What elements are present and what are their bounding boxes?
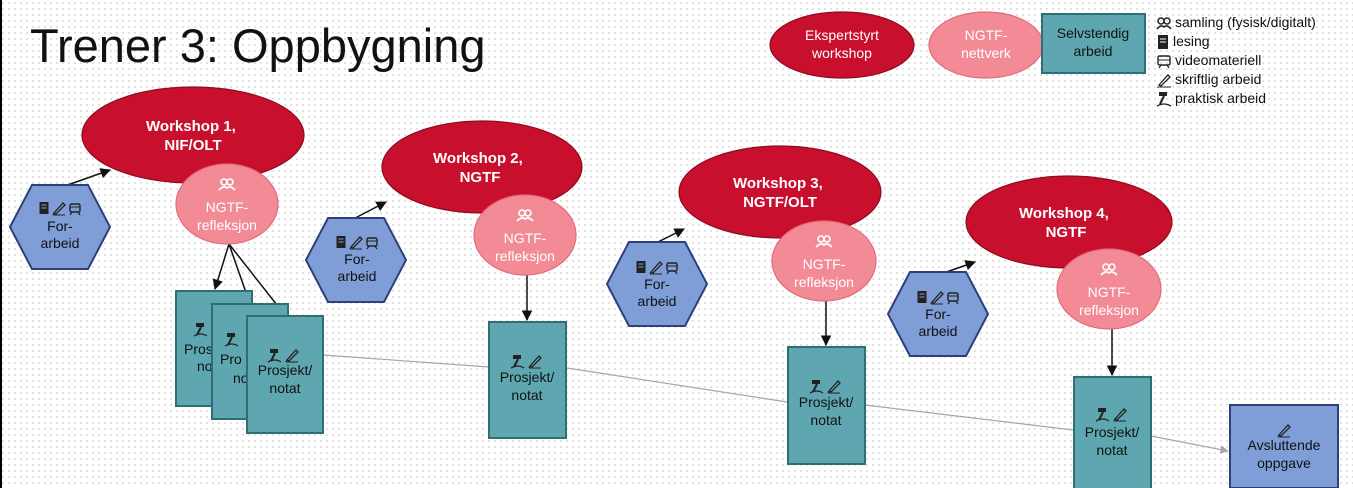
- prework-1: For-arbeid: [8, 184, 112, 270]
- prework-3: For-arbeid: [605, 241, 709, 327]
- book-icon: [1158, 34, 1168, 49]
- page-title: Trener 3: Oppbygning: [30, 19, 486, 72]
- reflection-4: NGTF-refleksjon: [1056, 248, 1162, 330]
- reflection-3-label: NGTF-refleksjon: [794, 256, 854, 290]
- reflection-1: NGTF-refleksjon: [175, 163, 279, 245]
- project-1a-partial-1: Prosj: [184, 341, 216, 357]
- book-icon: [336, 235, 346, 249]
- legend-item: lesing: [1156, 32, 1316, 51]
- prework-2-label: For-arbeid: [338, 251, 377, 284]
- legend-item: videomateriell: [1156, 51, 1316, 70]
- hammer-icon: [1156, 91, 1172, 107]
- left-border: [0, 0, 2, 488]
- workshop-3: Workshop 3, NGTF/OLT: [678, 145, 882, 239]
- project-3-label: Prosjekt/notat: [799, 394, 854, 428]
- people-icon: [1156, 16, 1172, 30]
- project-1b-partial-1: Pro: [220, 351, 242, 367]
- legend-item-label: videomateriell: [1175, 52, 1262, 68]
- legend-item-label: skriftlig arbeid: [1175, 71, 1262, 87]
- prework-2: For-arbeid: [304, 217, 408, 303]
- video-icon: [1157, 54, 1171, 68]
- book-icon: [39, 201, 49, 215]
- reflection-3: NGTF-refleksjon: [771, 220, 877, 302]
- legend-list: samling (fysisk/digitalt) lesing videoma…: [1156, 13, 1316, 108]
- legend-item: skriftlig arbeid: [1156, 70, 1316, 89]
- prework-3-label: For-arbeid: [638, 276, 677, 309]
- reflection-2: NGTF-refleksjon: [473, 194, 577, 276]
- project-4: Prosjekt/notat: [1073, 376, 1152, 488]
- project-3: Prosjekt/notat: [787, 346, 866, 465]
- reflection-4-label: NGTF-refleksjon: [1079, 284, 1139, 318]
- prework-1-label: For-arbeid: [41, 218, 80, 251]
- book-icon: [917, 290, 927, 304]
- workshop-1: Workshop 1, NIF/OLT: [81, 86, 305, 184]
- project-1a-partial-2: no: [197, 358, 213, 374]
- legend-network: NGTF-nettverk: [928, 11, 1044, 79]
- legend-item-label: praktisk arbeid: [1175, 90, 1267, 106]
- prework-4-label: For-arbeid: [919, 306, 958, 339]
- project-1c: Prosjekt/notat: [246, 315, 324, 434]
- pencil-icon: [1157, 73, 1171, 87]
- prework-4: For-arbeid: [886, 271, 990, 357]
- legend-item-label: lesing: [1173, 33, 1210, 49]
- workshop-3-label: Workshop 3, NGTF/OLT: [733, 175, 827, 211]
- project-2-label: Prosjekt/notat: [500, 369, 555, 403]
- project-1c-label: Prosjekt/notat: [258, 362, 313, 396]
- project-2: Prosjekt/notat: [488, 321, 567, 439]
- legend-item-label: samling (fysisk/digitalt): [1175, 14, 1316, 30]
- legend-network-label: NGTF-nettverk: [961, 27, 1012, 61]
- project-4-label: Prosjekt/notat: [1085, 424, 1140, 458]
- reflection-2-label: NGTF-refleksjon: [495, 230, 555, 264]
- workshop-1-label: Workshop 1, NIF/OLT: [146, 118, 240, 154]
- legend-item: praktisk arbeid: [1156, 89, 1316, 108]
- workshop-2: Workshop 2, NGTF: [381, 120, 583, 214]
- legend-item: samling (fysisk/digitalt): [1156, 13, 1316, 32]
- workshop-4: Workshop 4, NGTF: [965, 175, 1173, 269]
- book-icon: [636, 260, 646, 274]
- project-1b-partial-2: no: [233, 370, 249, 386]
- workshop-4-label: Workshop 4, NGTF: [1019, 205, 1113, 241]
- reflection-1-label: NGTF-refleksjon: [197, 199, 257, 233]
- timeline-connector: [322, 354, 1229, 454]
- workshop-2-label: Workshop 2, NGTF: [433, 150, 527, 186]
